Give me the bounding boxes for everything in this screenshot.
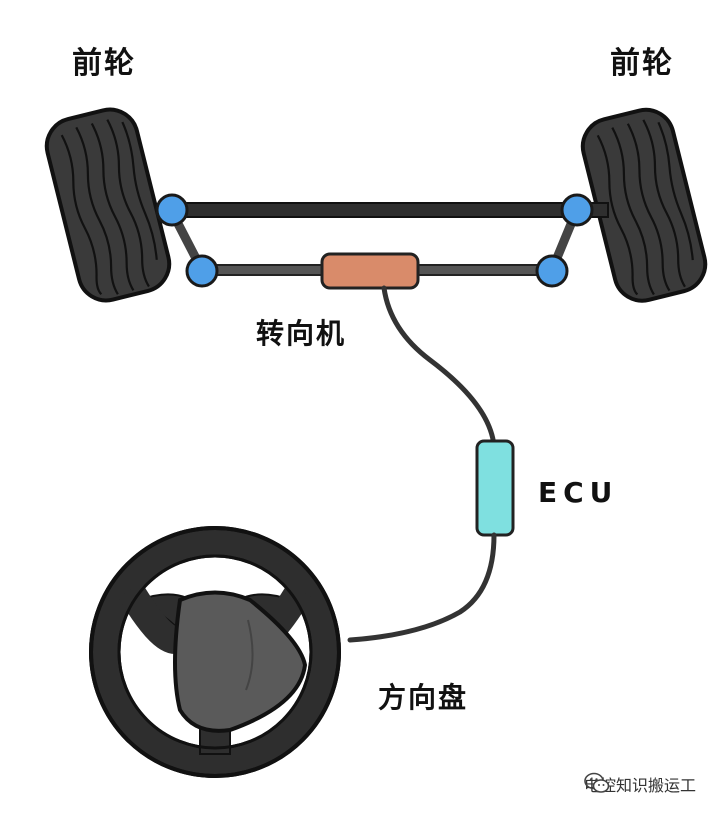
wechat-icon bbox=[584, 772, 610, 793]
front-right-wheel-label: 前轮 bbox=[610, 46, 674, 81]
ecu-label: ECU bbox=[538, 476, 619, 509]
gear-to-ecu-cable bbox=[381, 285, 497, 449]
joint-lower-right bbox=[535, 254, 569, 288]
joint-upper-left bbox=[155, 193, 189, 227]
watermark-text: 电控知识搬运工 bbox=[583, 776, 696, 795]
ecu-to-wheel-cable bbox=[347, 532, 497, 643]
watermark: 电控知识搬运工 bbox=[584, 772, 696, 796]
upper-axle-bar bbox=[167, 202, 609, 218]
joint-upper-right bbox=[560, 193, 594, 227]
steering-wheel bbox=[89, 526, 341, 778]
front-left-wheel-label: 前轮 bbox=[72, 46, 136, 81]
ecu-module bbox=[475, 439, 515, 537]
front-left-tire bbox=[44, 107, 172, 303]
steering-gear-label: 转向机 bbox=[256, 317, 347, 350]
joint-lower-left bbox=[185, 254, 219, 288]
front-right-tire bbox=[580, 107, 708, 303]
steering-gear-box bbox=[320, 252, 420, 290]
steering-wheel-label: 方向盘 bbox=[378, 681, 469, 714]
